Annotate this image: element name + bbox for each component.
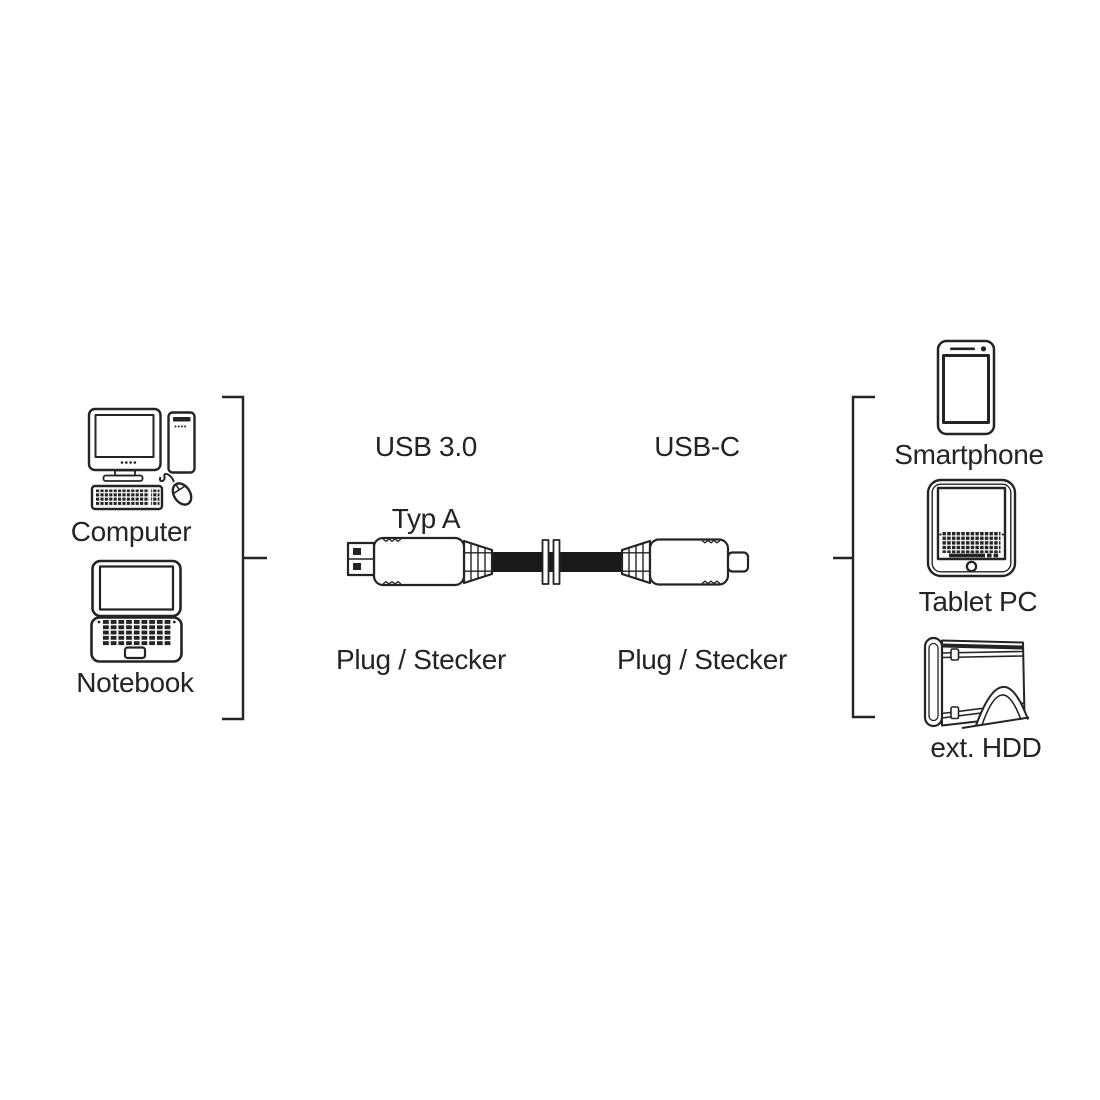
usb-a-plug xyxy=(346,536,466,587)
smartphone-icon xyxy=(936,339,996,436)
cable-break-mark xyxy=(541,539,561,585)
usb-a-type: Typ A xyxy=(391,503,461,534)
external-hdd-icon xyxy=(923,636,1030,729)
usb-a-standard: USB 3.0 xyxy=(374,431,478,462)
usb-c-connector-label: USB-C xyxy=(654,431,740,462)
smartphone-label: Smartphone xyxy=(894,439,1044,470)
usb-a-connector-label: USB 3.0 Typ A xyxy=(316,429,536,537)
plug-stecker-label-left: Plug / Stecker xyxy=(335,644,507,675)
notebook-label: Notebook xyxy=(76,667,194,698)
usb-c-plug xyxy=(648,538,750,586)
tablet-pc-label: Tablet PC xyxy=(918,586,1038,617)
right-group-bracket xyxy=(833,395,875,719)
ext-hdd-label: ext. HDD xyxy=(930,732,1042,763)
plug-stecker-label-right: Plug / Stecker xyxy=(616,644,788,675)
desktop-computer-icon xyxy=(87,407,196,511)
left-group-bracket xyxy=(222,395,267,721)
computer-label: Computer xyxy=(70,516,192,547)
tablet-pc-icon xyxy=(926,478,1017,578)
usb-cable-illustration xyxy=(346,536,750,587)
notebook-icon xyxy=(90,559,183,663)
